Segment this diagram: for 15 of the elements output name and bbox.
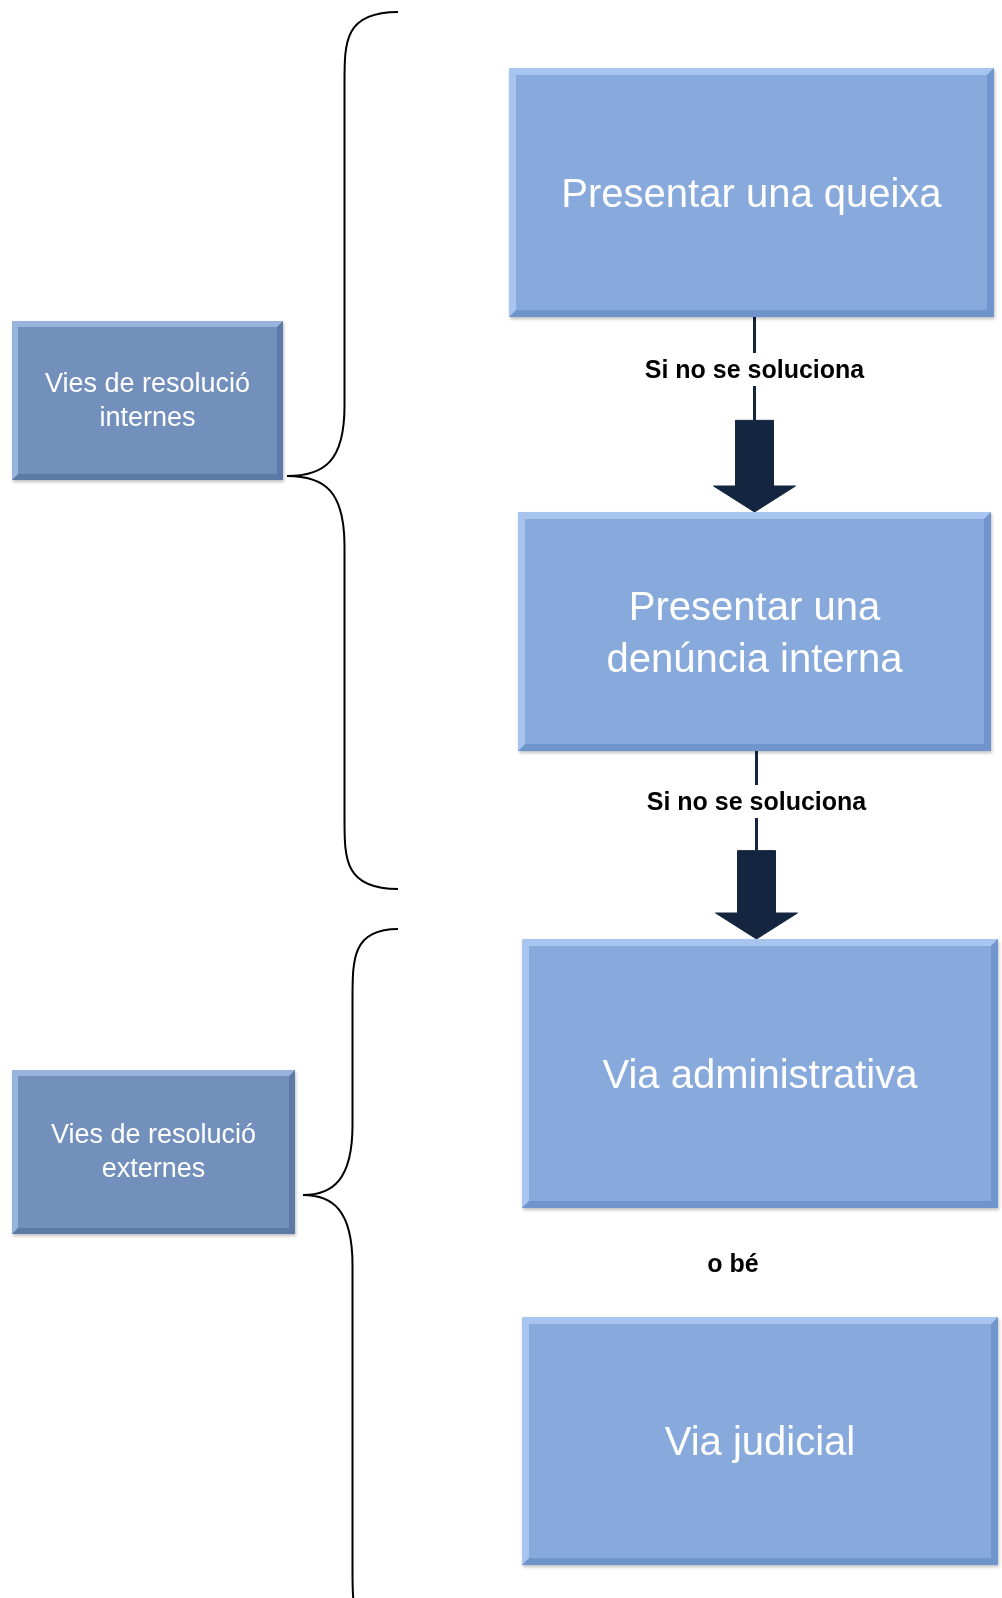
category-box bbox=[12, 1070, 295, 1234]
block-arrow bbox=[713, 316, 796, 513]
connector-text: o bé bbox=[707, 1249, 759, 1278]
box-label: Via administrativa bbox=[602, 1050, 918, 1098]
box-label: Presentar una denúncia interna bbox=[605, 582, 904, 682]
box-label: Presentar una queixa bbox=[561, 169, 942, 217]
category-box bbox=[12, 321, 283, 480]
process-box bbox=[522, 939, 998, 1208]
box-label: Vies de resolució internes bbox=[43, 366, 252, 434]
process-box bbox=[518, 512, 991, 751]
process-box bbox=[522, 1317, 998, 1565]
box-label: Vies de resolució externes bbox=[49, 1118, 258, 1185]
process-box bbox=[509, 68, 994, 317]
box-label: Via judicial bbox=[664, 1418, 856, 1465]
block-arrow bbox=[715, 750, 798, 940]
